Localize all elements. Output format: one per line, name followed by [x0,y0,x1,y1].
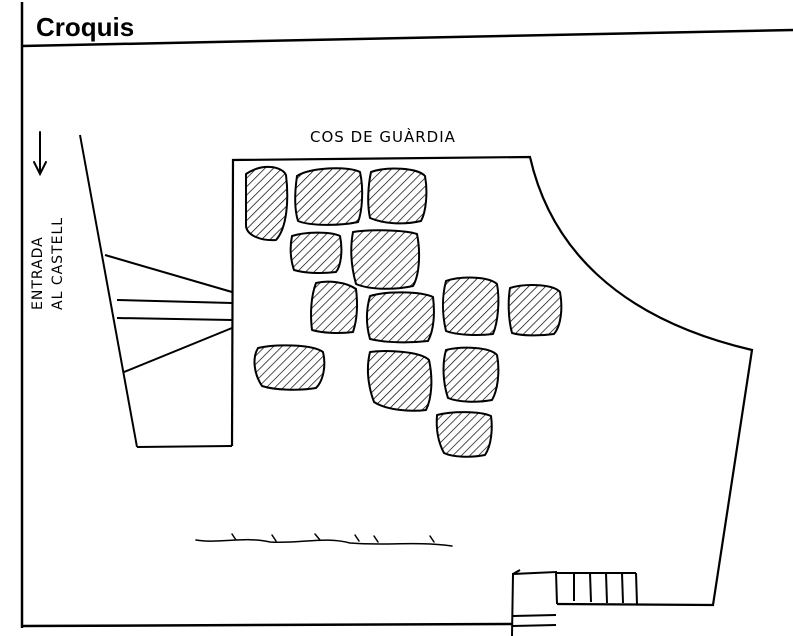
entrance-passage [79,134,233,448]
stone-block [253,344,326,391]
stone-block [435,411,493,458]
sheet-frame [20,2,793,628]
guard-house-outline [230,155,754,607]
stone-block [367,167,428,225]
stairs [511,569,638,636]
page-title: Croquis [36,12,135,42]
stone-block [289,231,343,275]
stone-block [507,284,563,337]
stone-block [294,167,364,226]
stone-block [366,350,433,412]
arrow-down-icon [33,131,47,177]
stone-block [442,276,500,336]
stone-block [366,291,435,344]
entrance-label-line2: AL CASTELL [50,217,66,310]
stone-block [245,166,289,242]
stone-block [350,229,421,290]
grass-line [195,533,453,547]
entrance-label-line1: ENTRADA [30,236,46,310]
stone-block [442,346,500,403]
stone-blocks [245,166,563,458]
stone-block [310,280,358,335]
guard-house-label: COS DE GUÀRDIA [310,127,456,146]
